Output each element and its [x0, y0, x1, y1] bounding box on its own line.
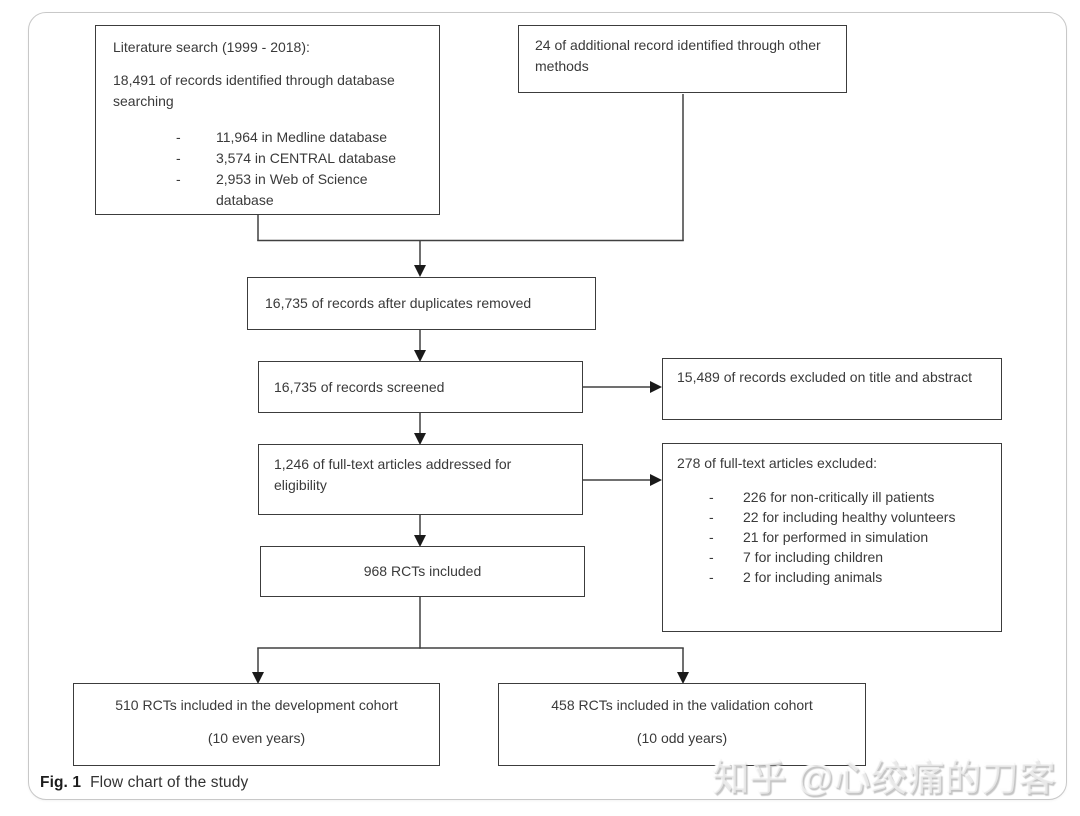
list-item-text: 3,574 in CENTRAL database: [216, 150, 397, 166]
figure-caption-label: Fig. 1: [40, 774, 82, 791]
figure-caption: Fig. 1 Flow chart of the study: [40, 774, 248, 792]
development-cohort-line1: 510 RCTs included in the development coh…: [115, 697, 398, 713]
literature-search-title: Literature search (1999 - 2018):: [113, 39, 310, 55]
dash-bullet: -: [709, 489, 714, 505]
excluded-title-abstract-text: 15,489 of records excluded on title and …: [677, 369, 972, 385]
after-duplicates-text: 16,735 of records after duplicates remov…: [265, 295, 532, 311]
development-cohort-line2: (10 even years): [207, 730, 306, 746]
list-item-text: 22 for including healthy volunteers: [743, 509, 956, 525]
rcts-included-text: 968 RCTs included: [363, 563, 482, 579]
figure-caption-text: Flow chart of the study: [90, 774, 249, 791]
fulltext-excluded-list: - 226 for non-critically ill patients - …: [677, 487, 987, 587]
box-rcts-included: 968 RCTs included: [260, 546, 585, 597]
dash-bullet: -: [176, 150, 181, 166]
list-item: - 21 for performed in simulation: [677, 527, 987, 547]
list-item-text: 2,953 in Web of Science database: [216, 171, 368, 208]
list-item: - 2 for including animals: [677, 567, 987, 587]
validation-cohort-line2: (10 odd years): [636, 730, 728, 746]
box-excluded-title-abstract: 15,489 of records excluded on title and …: [662, 358, 1002, 420]
box-development-cohort: 510 RCTs included in the development coh…: [73, 683, 440, 766]
fulltext-excluded-title: 278 of full-text articles excluded:: [677, 455, 877, 471]
list-item: - 3,574 in CENTRAL database: [113, 148, 422, 169]
dash-bullet: -: [709, 549, 714, 565]
literature-search-body: 18,491 of records identified through dat…: [113, 72, 395, 109]
dash-bullet: -: [709, 529, 714, 545]
list-item-text: 2 for including animals: [743, 569, 883, 585]
box-fulltext-assessed: 1,246 of full-text articles addressed fo…: [258, 444, 583, 515]
records-screened-text: 16,735 of records screened: [274, 378, 445, 395]
dash-bullet: -: [176, 171, 181, 187]
list-item: - 22 for including healthy volunteers: [677, 507, 987, 527]
list-item-text: 21 for performed in simulation: [743, 529, 929, 545]
zhihu-watermark: 知乎 @心绞痛的刀客: [712, 757, 1056, 798]
list-item: - 11,964 in Medline database: [113, 127, 422, 148]
dash-bullet: -: [709, 509, 714, 525]
validation-cohort-line1: 458 RCTs included in the validation coho…: [551, 697, 813, 713]
list-item: - 2,953 in Web of Science database: [113, 169, 422, 211]
list-item-text: 7 for including children: [743, 549, 884, 565]
box-records-screened: 16,735 of records screened: [258, 361, 583, 413]
box-fulltext-excluded: 278 of full-text articles excluded: - 22…: [662, 443, 1002, 632]
box-after-duplicates: 16,735 of records after duplicates remov…: [247, 277, 596, 330]
literature-search-list: - 11,964 in Medline database - 3,574 in …: [113, 127, 422, 211]
box-additional-records: 24 of additional record identified throu…: [518, 25, 847, 93]
fulltext-assessed-text: 1,246 of full-text articles addressed fo…: [274, 456, 512, 493]
additional-records-text: 24 of additional record identified throu…: [535, 37, 821, 74]
box-literature-search: Literature search (1999 - 2018): 18,491 …: [95, 25, 440, 215]
dash-bullet: -: [176, 129, 181, 145]
box-validation-cohort: 458 RCTs included in the validation coho…: [498, 683, 866, 766]
list-item-text: 226 for non-critically ill patients: [743, 489, 935, 505]
dash-bullet: -: [709, 569, 714, 585]
list-item: - 7 for including children: [677, 547, 987, 567]
list-item-text: 11,964 in Medline database: [216, 129, 387, 145]
list-item: - 226 for non-critically ill patients: [677, 487, 987, 507]
